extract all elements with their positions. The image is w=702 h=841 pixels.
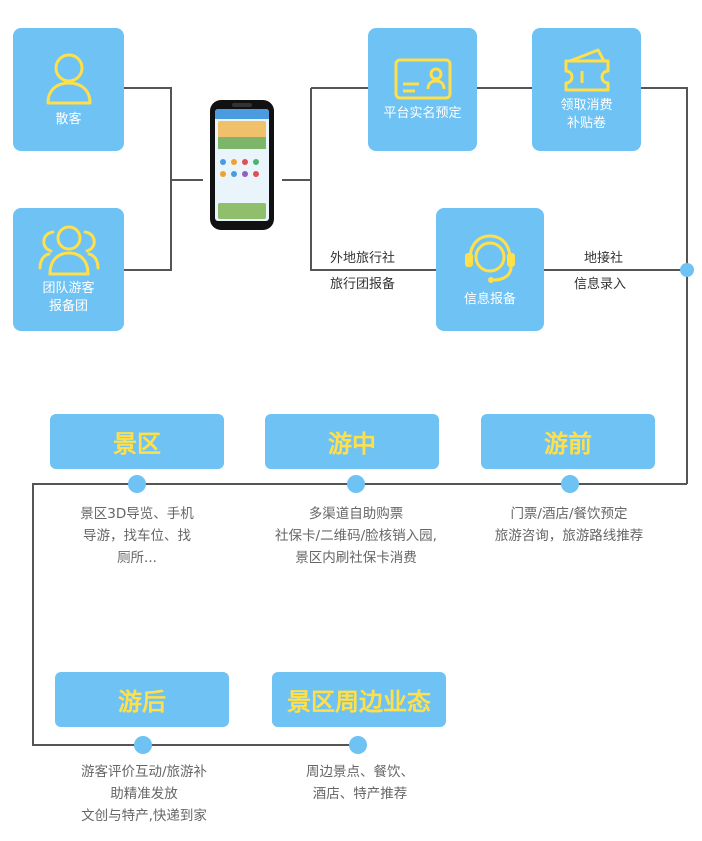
line-individual	[124, 87, 203, 181]
line-group	[124, 180, 172, 271]
node-scenic	[128, 475, 146, 493]
desc-scenic: 景区3D导览、手机 导游，找车位、找 厕所...	[80, 506, 194, 566]
group-label: 团队游客 报备团	[42, 280, 95, 314]
desc-before: 门票/酒店/餐饮预定 旅游咨询，旅游路线推荐	[494, 506, 644, 544]
info-report-label: 信息报备	[463, 291, 516, 307]
group-icon	[38, 225, 99, 275]
desc-after: 游客评价互动/旅游补 助精准发放 文创与特产,快递到家	[80, 764, 208, 824]
line-agency-bus	[310, 88, 436, 271]
node-after	[134, 736, 152, 754]
phone-app-icon	[242, 159, 248, 165]
person-icon	[46, 53, 91, 104]
stage-during[interactable]: 游中	[265, 414, 439, 469]
node-right	[680, 263, 694, 277]
phone-image	[210, 100, 274, 230]
local-text-2: 信息录入	[574, 277, 627, 292]
phone-notch	[232, 103, 252, 107]
id-card-icon	[394, 58, 451, 99]
phone-photo	[218, 203, 266, 219]
phone-banner-scenery	[218, 137, 266, 149]
agency-text-1: 外地旅行社	[330, 251, 396, 266]
phone-app-icon	[220, 171, 226, 177]
desc-during: 多渠道自助购票 社保卡/二维码/脸核销入园, 景区内刷社保卡消费	[275, 506, 437, 566]
phone-app-icon	[220, 159, 226, 165]
group-card[interactable]: 团队游客 报备团	[13, 208, 124, 331]
phone-screen	[215, 109, 269, 221]
local-text-1: 地接社	[584, 251, 624, 266]
phone-app-icon	[242, 171, 248, 177]
realname-label: 平台实名预定	[383, 105, 462, 121]
stage-before[interactable]: 游前	[481, 414, 655, 469]
info-report-card[interactable]: 信息报备	[436, 208, 544, 331]
agency-text-2: 旅行团报备	[330, 277, 396, 292]
phone-app-icon	[253, 171, 259, 177]
individual-card[interactable]: 散客	[13, 28, 124, 151]
node-during	[347, 475, 365, 493]
headset-icon	[465, 233, 515, 283]
stage-after[interactable]: 游后	[55, 672, 229, 727]
coupon-icon	[564, 48, 609, 91]
stage-scenic[interactable]: 景区	[50, 414, 224, 469]
realname-card[interactable]: 平台实名预定	[368, 28, 477, 151]
phone-app-icon	[231, 171, 237, 177]
individual-label: 散客	[55, 111, 82, 127]
subsidy-card[interactable]: 领取消费 补贴卷	[532, 28, 641, 151]
line-subsidy-right	[641, 87, 688, 484]
subsidy-label: 领取消费 补贴卷	[560, 97, 613, 131]
node-around	[349, 736, 367, 754]
node-before	[561, 475, 579, 493]
phone-app-bar	[215, 109, 269, 119]
phone-app-icon	[253, 159, 259, 165]
stage-around[interactable]: 景区周边业态	[272, 672, 446, 727]
phone-app-icon	[231, 159, 237, 165]
desc-around: 周边景点、餐饮、 酒店、特产推荐	[306, 764, 414, 802]
